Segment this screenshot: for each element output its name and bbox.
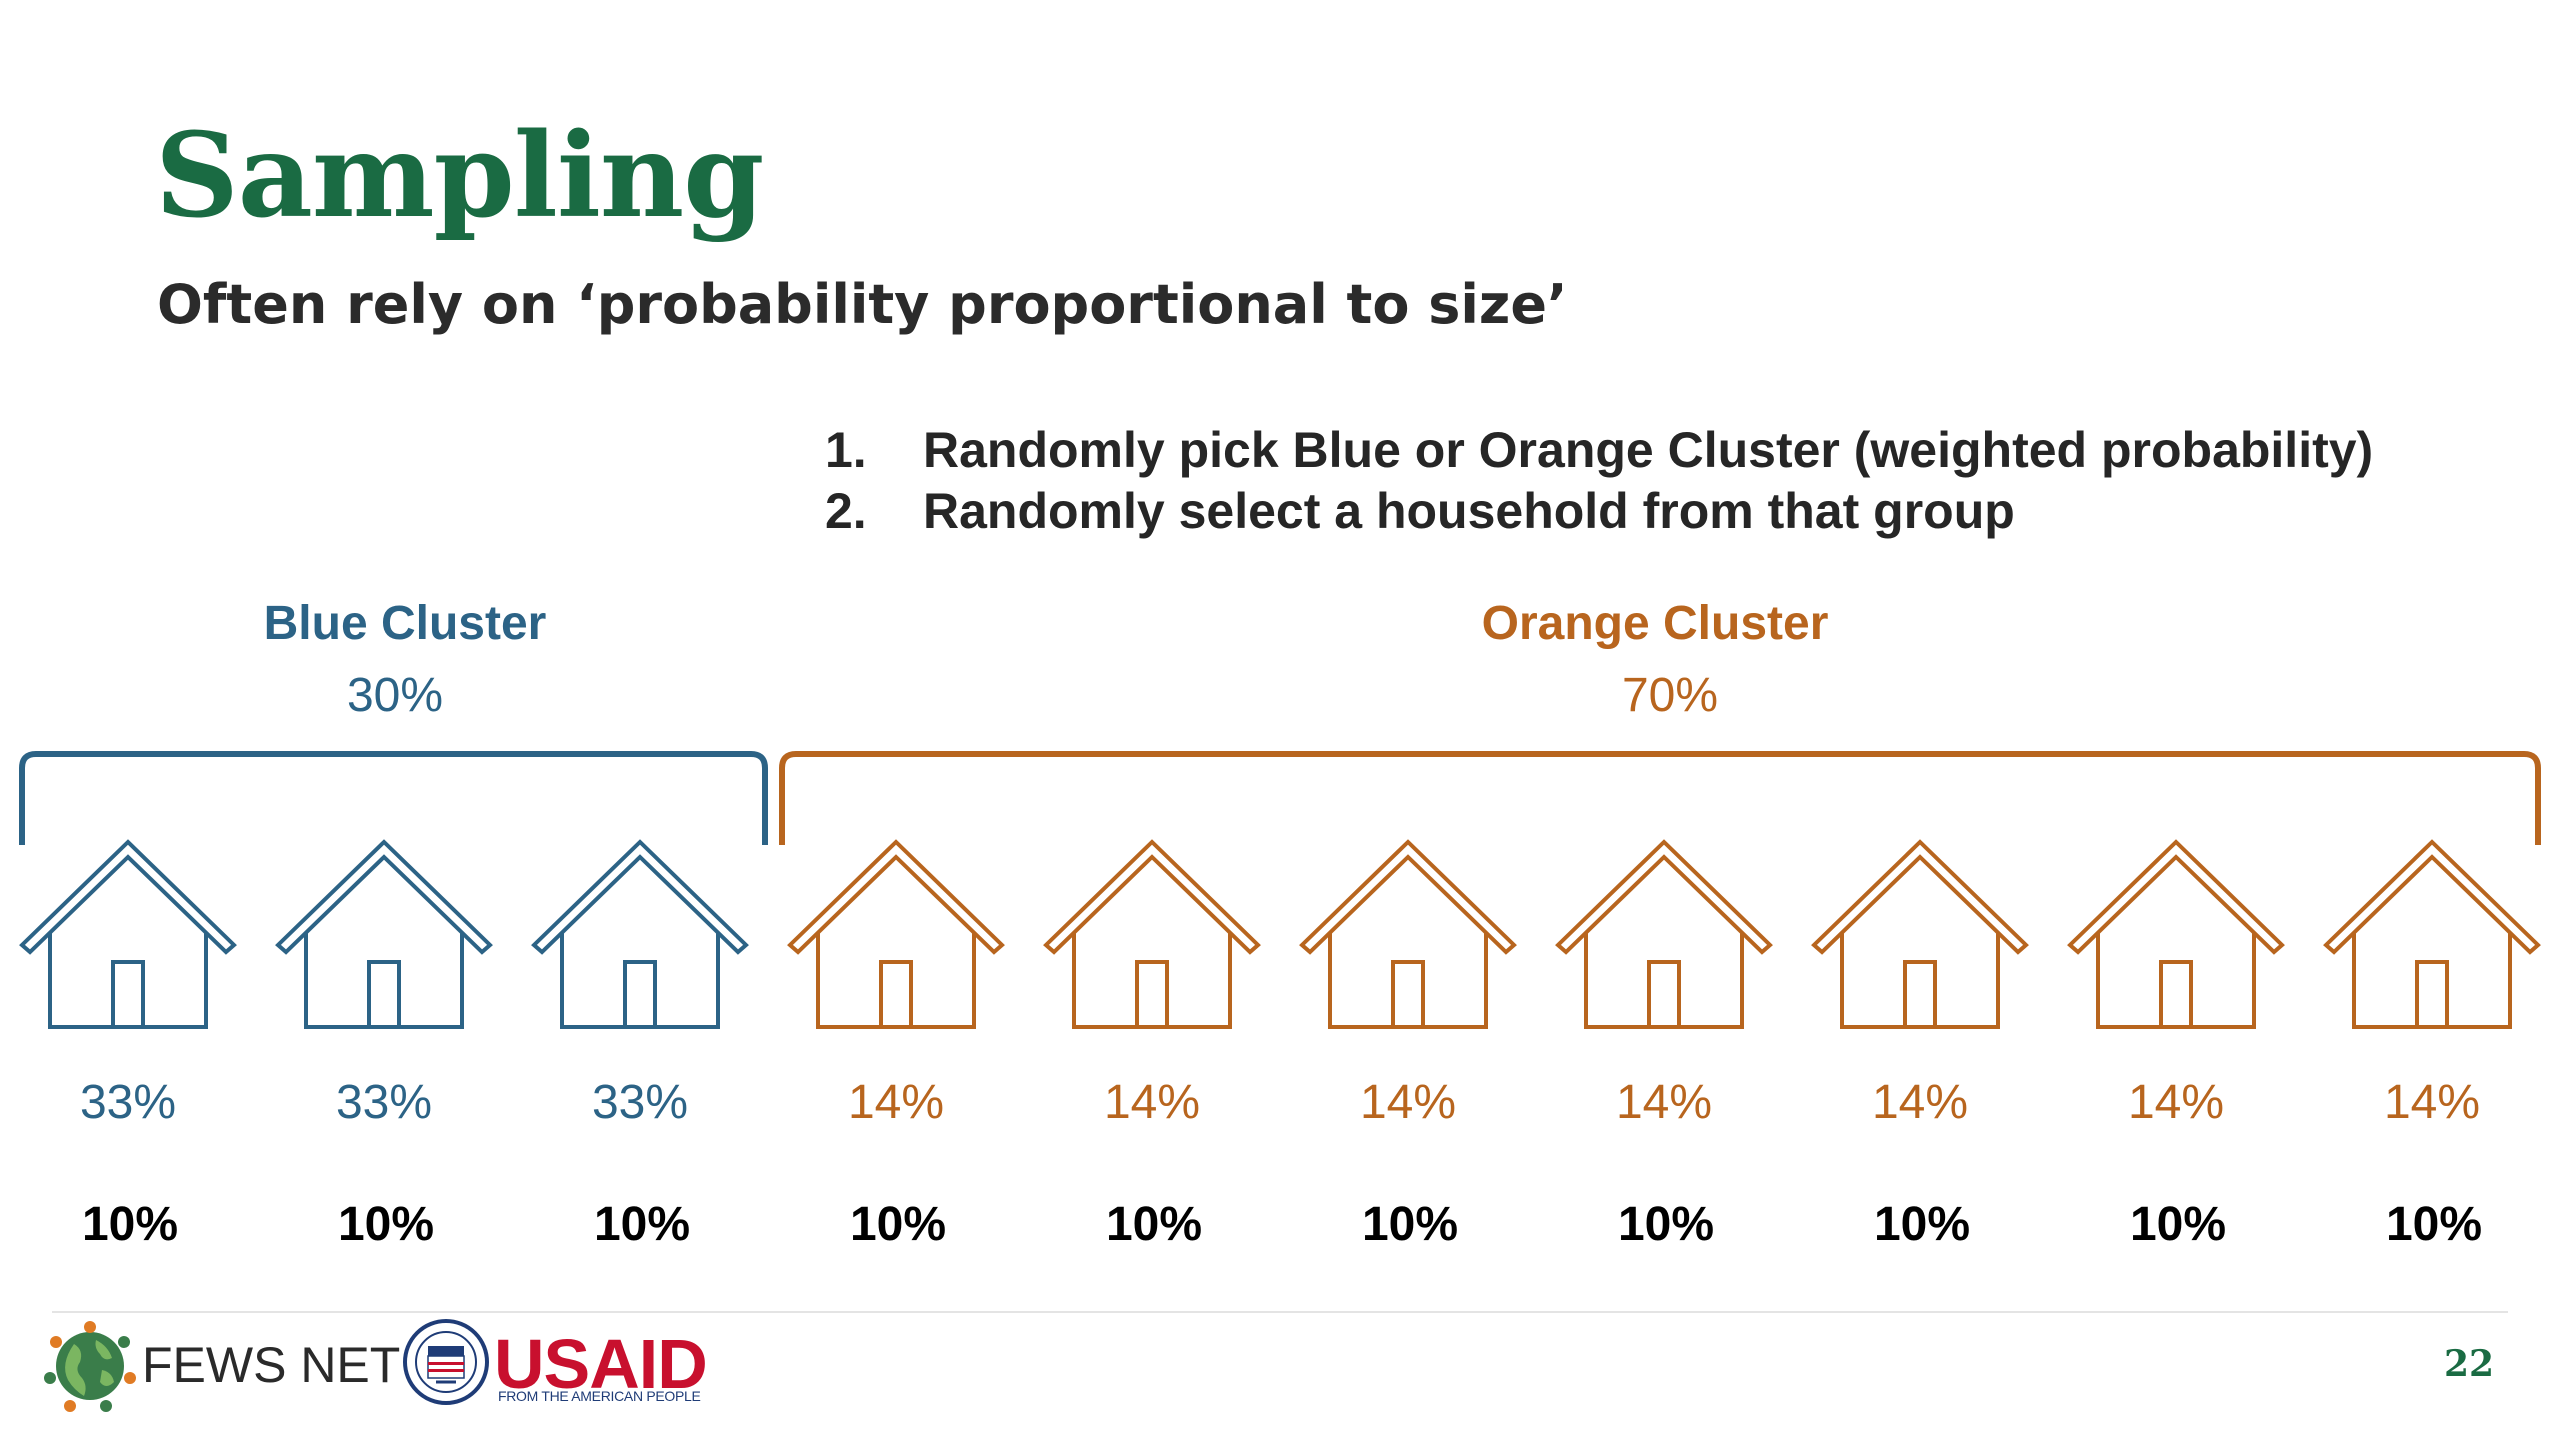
house-overall-pct: 10% (2386, 1198, 2482, 1251)
globe-icon (44, 1321, 136, 1412)
house-icon (1811, 839, 2029, 1029)
step-number: 2. (825, 483, 867, 539)
steps-list: 1. Randomly pick Blue or Orange Cluster … (825, 420, 2373, 542)
cluster-bracket (779, 751, 2541, 845)
house-cluster-pct: 14% (2384, 1076, 2480, 1129)
house-cluster-pct: 14% (848, 1076, 944, 1129)
slide-title: Sampling (155, 108, 764, 244)
step-item: 1. Randomly pick Blue or Orange Cluster … (825, 420, 2373, 481)
house-cluster-pct: 14% (1360, 1076, 1456, 1129)
house-cluster-pct: 33% (336, 1076, 432, 1129)
house-icon (787, 839, 1005, 1029)
house-overall-pct: 10% (1874, 1198, 1970, 1251)
step-item: 2. Randomly select a household from that… (825, 481, 2373, 542)
blue-cluster-label: Blue Cluster (263, 597, 547, 650)
page-number: 22 (2444, 1343, 2495, 1385)
fews-net-logo-text: FEWS NET (142, 1337, 401, 1393)
house-icon (1299, 839, 1517, 1029)
usaid-logo-text: USAID (494, 1325, 708, 1403)
house-overall-pct: 10% (2130, 1198, 2226, 1251)
house-cluster-pct: 14% (1872, 1076, 1968, 1129)
orange-cluster-share: 70% (1621, 669, 1719, 722)
orange-cluster-label: Orange Cluster (1481, 597, 1829, 650)
house-cluster-pct: 33% (592, 1076, 688, 1129)
house-cluster-pct: 14% (1616, 1076, 1712, 1129)
house-overall-pct: 10% (1106, 1198, 1202, 1251)
blue-cluster-share: 30% (346, 669, 444, 722)
cluster-bracket (19, 751, 768, 845)
step-number: 1. (825, 422, 867, 478)
house-icon (1043, 839, 1261, 1029)
house-overall-pct: 10% (594, 1198, 690, 1251)
house-cluster-pct: 33% (80, 1076, 176, 1129)
house-overall-pct: 10% (82, 1198, 178, 1251)
usaid-tagline: FROM THE AMERICAN PEOPLE (498, 1388, 701, 1404)
house-icon (2323, 839, 2541, 1029)
footer-divider (52, 1311, 2508, 1313)
house-icon (19, 839, 237, 1029)
house-overall-pct: 10% (338, 1198, 434, 1251)
household-diagram: 33% 10% 33% 10% 33% 10% 14% 10% 14% 10% 14% 10% 14% 1… (19, 751, 2541, 1251)
house-overall-pct: 10% (1618, 1198, 1714, 1251)
house-cluster-pct: 14% (2128, 1076, 2224, 1129)
usaid-seal-icon (403, 1319, 489, 1405)
house-overall-pct: 10% (1362, 1198, 1458, 1251)
house-icon (1555, 839, 1773, 1029)
house-icon (531, 839, 749, 1029)
step-text: Randomly pick Blue or Orange Cluster (we… (923, 422, 2374, 478)
house-cluster-pct: 14% (1104, 1076, 1200, 1129)
step-text: Randomly select a household from that gr… (923, 483, 2015, 539)
house-icon (275, 839, 493, 1029)
house-icon (2067, 839, 2285, 1029)
slide-subtitle: Often rely on ‘probability proportional … (157, 273, 1568, 336)
house-overall-pct: 10% (850, 1198, 946, 1251)
